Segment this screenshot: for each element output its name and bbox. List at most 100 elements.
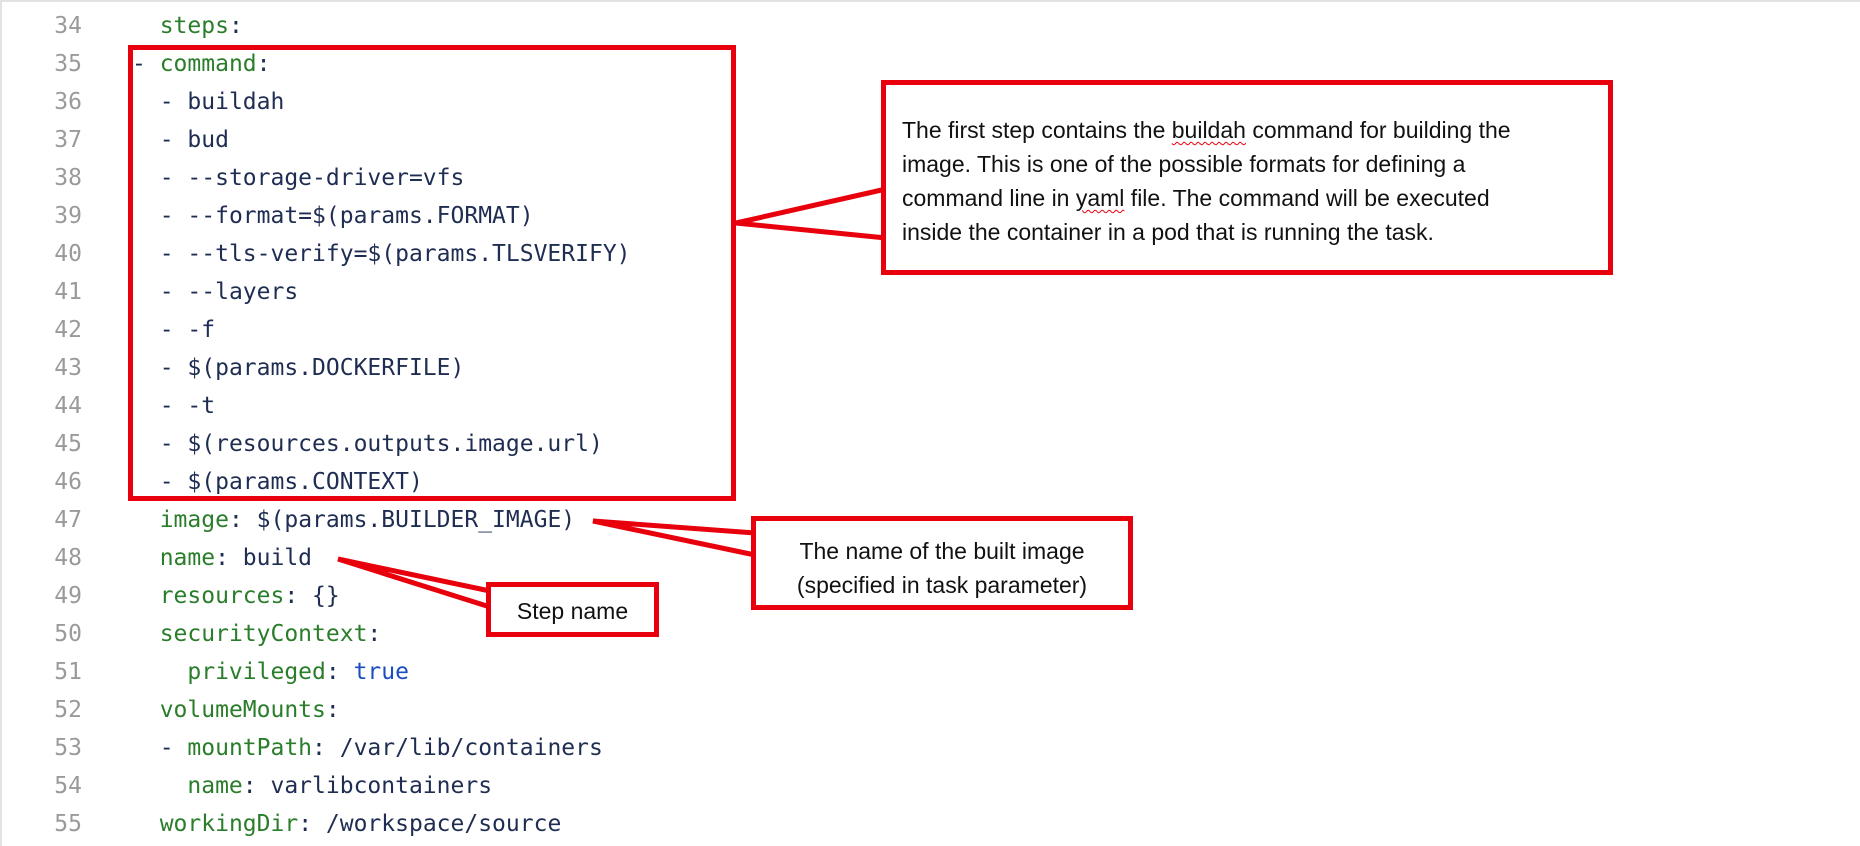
code-text: - buildah bbox=[132, 83, 285, 121]
spellcheck-flagged-word: buildah bbox=[1171, 117, 1246, 143]
code-text: - $(resources.outputs.image.url) bbox=[132, 425, 603, 463]
yaml-separator: : bbox=[228, 13, 243, 39]
list-dash: - bbox=[132, 51, 160, 77]
list-dash: - bbox=[159, 279, 188, 305]
spellcheck-flagged-word: yaml bbox=[1075, 185, 1125, 211]
line-number: 47 bbox=[54, 507, 82, 533]
list-dash: - bbox=[159, 165, 188, 191]
code-text: steps: bbox=[132, 7, 243, 45]
code-line: 52 volumeMounts: bbox=[2, 691, 1860, 729]
line-number: 34 bbox=[54, 13, 82, 39]
list-dash: - bbox=[159, 203, 188, 229]
yaml-value: --format=$(params.FORMAT) bbox=[187, 203, 534, 229]
callout-first-step-line: image. This is one of the possible forma… bbox=[902, 147, 1602, 181]
line-number: 46 bbox=[54, 469, 82, 495]
yaml-separator: : bbox=[312, 735, 340, 761]
code-line: 45 - $(resources.outputs.image.url) bbox=[2, 425, 1860, 463]
line-number: 48 bbox=[54, 545, 82, 571]
yaml-key: workingDir bbox=[159, 811, 299, 837]
code-line: 38 - --storage-driver=vfs bbox=[2, 159, 1860, 197]
yaml-key: mountPath bbox=[187, 735, 313, 761]
line-number: 54 bbox=[54, 773, 82, 799]
code-line: 51 privileged: true bbox=[2, 653, 1860, 691]
list-dash: - bbox=[159, 317, 188, 343]
list-dash: - bbox=[159, 241, 188, 267]
indent bbox=[132, 773, 187, 799]
indent bbox=[132, 13, 160, 39]
yaml-separator: : bbox=[284, 583, 313, 609]
yaml-separator: : bbox=[256, 51, 271, 77]
callout-image-name-line1: The name of the built image bbox=[799, 538, 1085, 564]
indent bbox=[132, 697, 160, 723]
indent bbox=[132, 621, 160, 647]
callout-text-run: command for building the bbox=[1245, 117, 1511, 143]
line-number: 51 bbox=[54, 659, 82, 685]
yaml-key: image bbox=[159, 507, 229, 533]
line-number: 53 bbox=[54, 735, 82, 761]
indent bbox=[132, 507, 160, 533]
yaml-value: /var/lib/containers bbox=[339, 735, 603, 761]
yaml-value: $(params.DOCKERFILE) bbox=[187, 355, 465, 381]
yaml-key: command bbox=[159, 51, 257, 77]
line-number: 49 bbox=[54, 583, 82, 609]
code-line: 48 name: build bbox=[2, 539, 1860, 577]
line-number: 55 bbox=[54, 811, 82, 837]
yaml-key: privileged bbox=[187, 659, 326, 685]
code-line: 53 - mountPath: /var/lib/containers bbox=[2, 729, 1860, 767]
code-line: 41 - --layers bbox=[2, 273, 1860, 311]
callout-first-step: The first step contains the buildah comm… bbox=[881, 80, 1613, 275]
indent bbox=[132, 545, 160, 571]
callout-image-name-text: The name of the built image (specified i… bbox=[756, 534, 1128, 602]
code-line: 54 name: varlibcontainers bbox=[2, 767, 1860, 805]
yaml-value: varlibcontainers bbox=[270, 773, 493, 799]
indent bbox=[132, 659, 187, 685]
list-dash: - bbox=[159, 431, 188, 457]
code-text: - bud bbox=[132, 121, 229, 159]
code-line: 39 - --format=$(params.FORMAT) bbox=[2, 197, 1860, 235]
line-number: 50 bbox=[54, 621, 82, 647]
code-line: 46 - $(params.CONTEXT) bbox=[2, 463, 1860, 501]
yaml-value: --layers bbox=[187, 279, 299, 305]
yaml-value: build bbox=[242, 545, 313, 571]
yaml-key: name bbox=[187, 773, 243, 799]
yaml-separator: : bbox=[242, 773, 271, 799]
yaml-separator: : bbox=[367, 621, 382, 647]
indent bbox=[132, 811, 160, 837]
list-dash: - bbox=[159, 469, 188, 495]
line-number: 35 bbox=[54, 51, 82, 77]
yaml-key: securityContext bbox=[159, 621, 368, 647]
callout-step-name-text: Step name bbox=[516, 598, 629, 624]
code-text: - mountPath: /var/lib/containers bbox=[132, 729, 603, 767]
callout-step-name: Step name bbox=[486, 582, 659, 637]
yaml-separator: : bbox=[325, 697, 340, 723]
code-text: resources: {} bbox=[132, 577, 340, 615]
list-dash: - bbox=[159, 735, 188, 761]
code-text: name: varlibcontainers bbox=[132, 767, 492, 805]
code-line: 49 resources: {} bbox=[2, 577, 1860, 615]
code-text: volumeMounts: bbox=[132, 691, 340, 729]
line-number: 52 bbox=[54, 697, 82, 723]
code-text: - --tls-verify=$(params.TLSVERIFY) bbox=[132, 235, 631, 273]
callout-first-step-line: inside the container in a pod that is ru… bbox=[902, 215, 1602, 249]
line-number: 45 bbox=[54, 431, 82, 457]
list-dash: - bbox=[159, 127, 188, 153]
code-line: 34 steps: bbox=[2, 7, 1860, 45]
code-line: 40 - --tls-verify=$(params.TLSVERIFY) bbox=[2, 235, 1860, 273]
code-line: 50 securityContext: bbox=[2, 615, 1860, 653]
indent bbox=[132, 735, 160, 761]
callout-image-name-line2: (specified in task parameter) bbox=[796, 572, 1088, 598]
code-text: workingDir: /workspace/source bbox=[132, 805, 562, 843]
yaml-value: bud bbox=[187, 127, 229, 153]
list-dash: - bbox=[159, 89, 188, 115]
yaml-value: --storage-driver=vfs bbox=[187, 165, 465, 191]
line-number: 44 bbox=[54, 393, 82, 419]
code-text: - --format=$(params.FORMAT) bbox=[132, 197, 534, 235]
code-line: 43 - $(params.DOCKERFILE) bbox=[2, 349, 1860, 387]
yaml-value: $(resources.outputs.image.url) bbox=[187, 431, 603, 457]
yaml-value: -t bbox=[187, 393, 216, 419]
code-line: 37 - bud bbox=[2, 121, 1860, 159]
code-text: securityContext: bbox=[132, 615, 382, 653]
yaml-separator: : bbox=[325, 659, 354, 685]
callout-text-run: inside the container in a pod that is ru… bbox=[902, 219, 1434, 245]
